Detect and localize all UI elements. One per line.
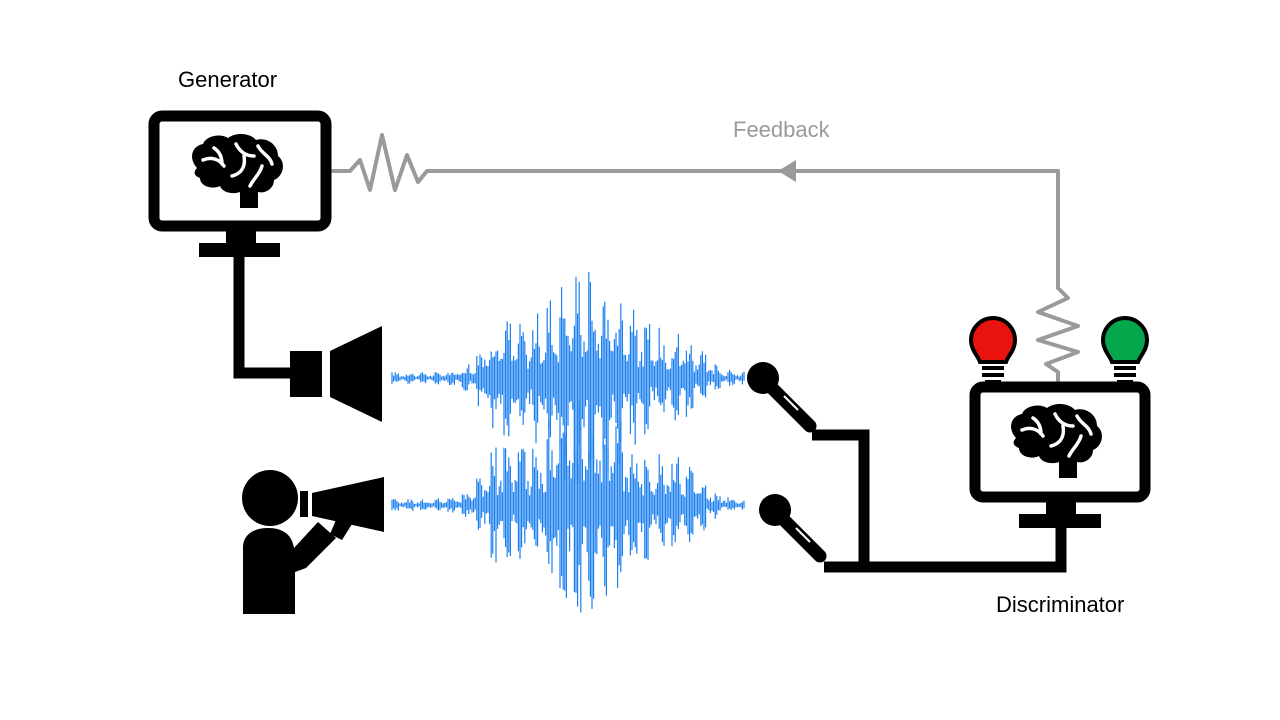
brain-icon	[192, 134, 283, 208]
green-light-bulb-icon	[1100, 315, 1150, 384]
generator-speaker-wire	[233, 257, 292, 379]
waveform-trace	[391, 400, 745, 613]
real-waveform	[391, 400, 745, 613]
microphone-icon	[747, 362, 817, 433]
discriminator-monitor	[969, 381, 1151, 528]
person-megaphone-icon	[242, 470, 384, 614]
feedback-arrowhead-icon	[778, 160, 796, 182]
discriminator-label: Discriminator	[996, 592, 1125, 617]
brain-icon	[1011, 404, 1102, 478]
red-light-bulb-icon	[968, 315, 1018, 384]
feedback-label: Feedback	[733, 117, 830, 142]
feedback-path	[331, 133, 1080, 382]
speaker-icon	[290, 326, 382, 422]
waveform-trace	[391, 272, 745, 485]
generator-monitor	[148, 110, 332, 257]
generator-label: Generator	[178, 67, 278, 92]
feedback-resistor-icon	[1036, 286, 1080, 382]
generated-waveform	[391, 272, 745, 485]
microphone-icon	[759, 494, 827, 563]
feedback-line	[331, 133, 1060, 290]
microphone-wires	[812, 429, 1067, 573]
